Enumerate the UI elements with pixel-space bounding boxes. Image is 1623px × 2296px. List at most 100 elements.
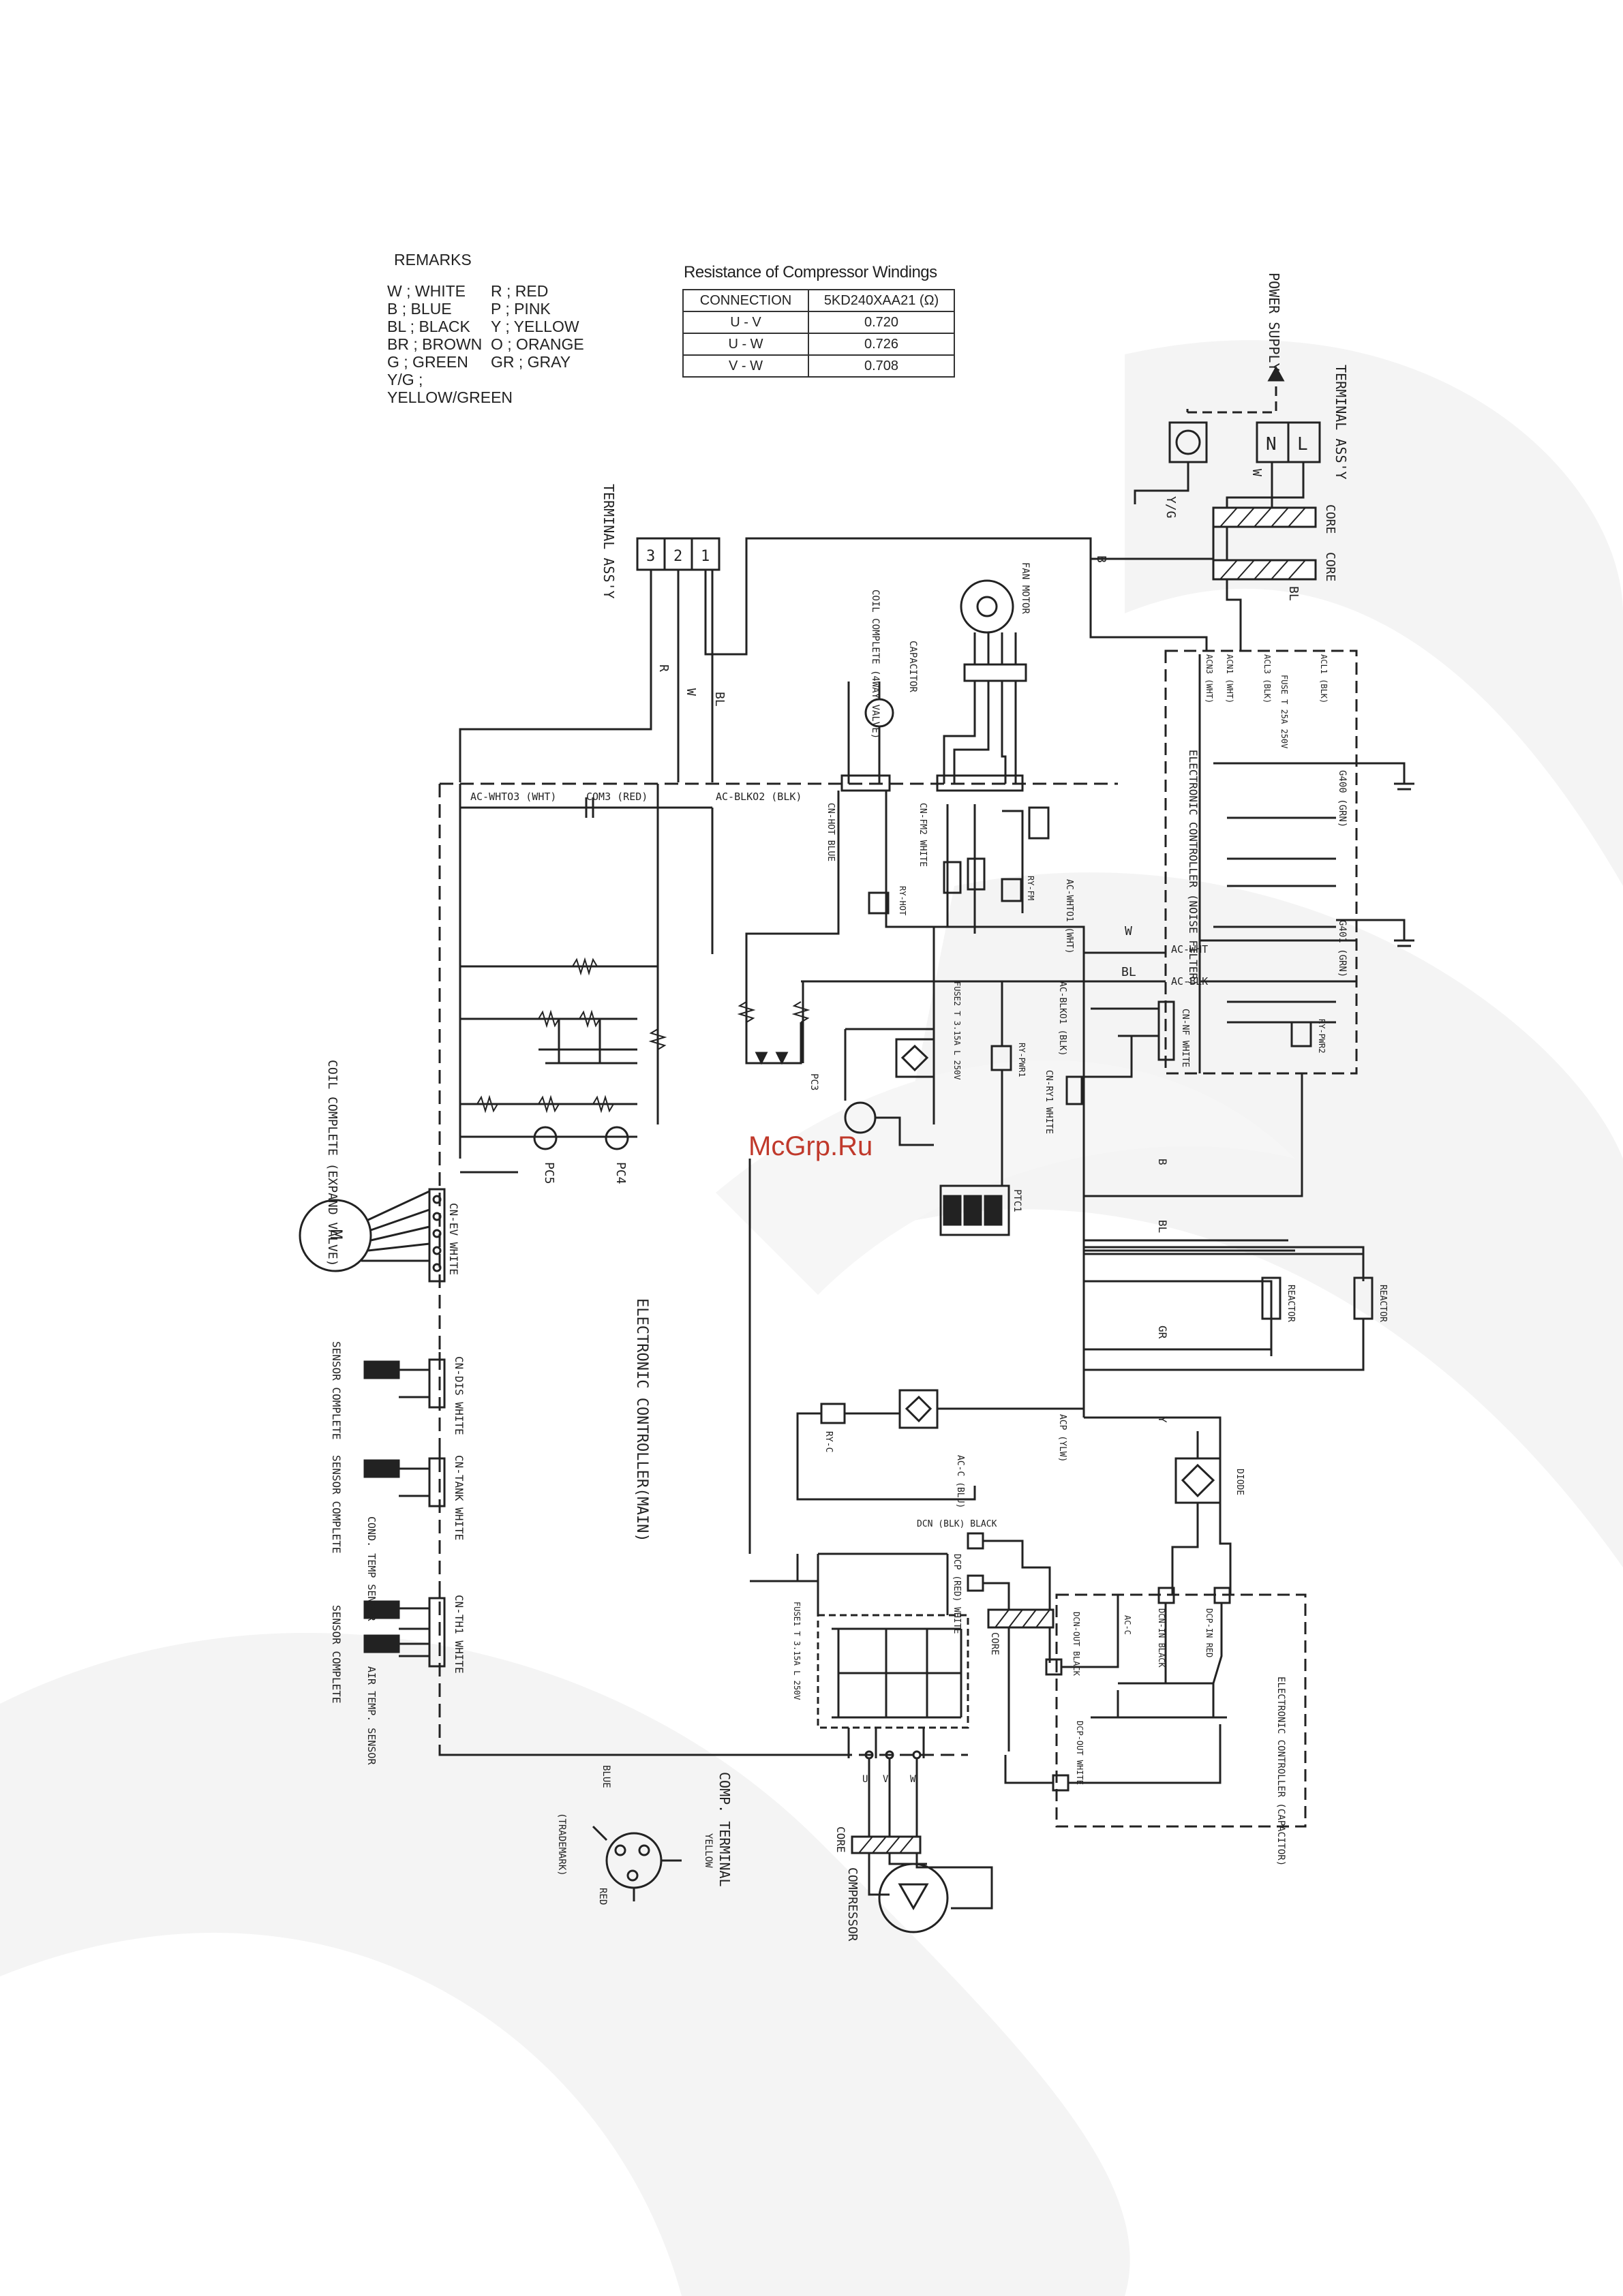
comp-terminal-label: COMP. TERMINAL: [716, 1772, 733, 1887]
legend-entry: GR ; GRAY: [491, 353, 571, 371]
pc5-optocoupler: [533, 1126, 558, 1150]
coil-4way-label: COIL COMPLETE (4WAY VALVE): [870, 590, 881, 739]
stepper-motor-icon: [299, 1199, 372, 1272]
wire-label-y: Y: [1156, 1416, 1169, 1423]
ac-blko1-label: AC-BLKO1 (BLK): [1057, 981, 1067, 1056]
ground-icon: [1175, 429, 1201, 455]
legend-row: Y/G ; YELLOW/GREEN: [387, 371, 584, 406]
core-label-b: CORE: [1323, 552, 1337, 581]
cn-fm2-connector: [936, 774, 1024, 792]
cond-temp-sensor-icon: [363, 1600, 400, 1619]
dcn-out-connector: [1045, 1658, 1063, 1676]
pc3-label: PC3: [808, 1073, 819, 1090]
acn3-label: ACN3 (WHT): [1204, 654, 1214, 703]
sensor-th-label: SENSOR COMPLETE: [330, 1605, 343, 1704]
acp-label: ACP (YLW): [1057, 1414, 1067, 1462]
resistance-table: CONNECTION 5KD240XAA21 (Ω) U - V 0.720 U…: [682, 289, 955, 378]
table-header: CONNECTION: [682, 289, 809, 312]
dcn-in-label: DCN-IN BLACK: [1157, 1608, 1166, 1668]
core-ferrite-a: [1212, 506, 1317, 528]
g400-label: G400 (GRN): [1337, 770, 1348, 827]
table-header-row: CONNECTION 5KD240XAA21 (Ω): [682, 289, 955, 312]
legend-entry: B ; BLUE: [387, 300, 452, 318]
wire-label-gr: GR: [1156, 1326, 1169, 1339]
wire-label-bl4: BL: [1156, 1220, 1169, 1233]
legend-entry: BR ; BROWN: [387, 335, 483, 353]
ac-blko2-label: AC-BLKO2 (BLK): [716, 791, 802, 803]
resistance-table-title: Resistance of Compressor Windings: [684, 263, 937, 281]
fan-motor-label: FAN MOTOR: [1020, 562, 1031, 614]
air-temp-sensor-icon: [363, 1634, 400, 1653]
ptc-label: PTC1: [1012, 1189, 1022, 1212]
ac-c-label: AC-C: [1123, 1615, 1132, 1635]
terminal-2-label: 2: [673, 548, 682, 565]
coil-expand-label: COIL COMPLETE (EXPAND VALVE): [325, 1060, 339, 1266]
table-header: 5KD240XAA21 (Ω): [808, 289, 955, 312]
sensor-tank-label: SENSOR COMPLETE: [330, 1455, 343, 1554]
sensor-dis-label: SENSOR COMPLETE: [330, 1341, 343, 1440]
igbt-module: [817, 1614, 969, 1729]
noise-filter-outline: [1164, 649, 1358, 1075]
table-cell: 0.726: [808, 333, 955, 356]
capacitor-label: CAPACITOR: [907, 641, 918, 692]
cn-nf-label: CN-NF WHITE: [1180, 1009, 1190, 1067]
reactor-a-label: REACTOR: [1286, 1285, 1296, 1322]
core-ferrite-comp: [851, 1835, 922, 1854]
power-supply-terminal: POWER SUPPLY TERMINAL ASS'Y N L CORE COR…: [1089, 273, 1349, 651]
diode-bridge-db2: [895, 1038, 935, 1078]
air-temp-label: AIR TEMP. SENSOR: [365, 1666, 378, 1765]
ry-hot-label: RY-HOT: [898, 886, 907, 915]
wire-label-r: R: [656, 664, 671, 672]
legend-row: W ; WHITE R ; RED: [387, 282, 584, 300]
dcn-connector: [967, 1532, 984, 1550]
core-mid-label: CORE: [989, 1632, 1000, 1655]
com3-label: COM3 (RED): [586, 791, 648, 803]
legend-entry: P ; PINK: [491, 300, 551, 318]
legend-entry: R ; RED: [491, 282, 549, 300]
red-label: RED: [597, 1888, 608, 1905]
cn-ev-label: CN-EV WHITE: [447, 1203, 460, 1275]
cn-nf-connector: [1157, 1000, 1175, 1061]
dcp-out-connector: [1052, 1774, 1070, 1792]
dcp-label: DCP (RED) WHITE: [952, 1554, 962, 1634]
relay-ry-hot: [868, 891, 890, 915]
ry-fm-label: RY-FM: [1026, 876, 1035, 900]
power-supply-label: POWER SUPPLY: [1266, 273, 1282, 371]
phase-u-label: U: [862, 1774, 868, 1785]
pc4-optocoupler: [605, 1126, 629, 1150]
cn-th1-label: CN-TH1 WHITE: [453, 1595, 466, 1674]
fuse-nf-label: FUSE T 25A 250V: [1279, 675, 1289, 748]
expand-valve-coil: M COIL COMPLETE (EXPAND VALVE) CN-EV WHI…: [299, 1060, 460, 1283]
reactor-b: [1353, 1276, 1374, 1320]
dcp-connector: [967, 1574, 984, 1592]
transistor-icon: [844, 1101, 877, 1134]
legend-entry: W ; WHITE: [387, 282, 466, 300]
legend-entry: Y ; YELLOW: [491, 318, 579, 335]
relay-ry-pwr2: [1290, 1021, 1312, 1047]
remarks-title: REMARKS: [394, 251, 472, 269]
wire-label-bl2: BL: [712, 692, 727, 707]
wire-label-b2: B: [1156, 1159, 1169, 1165]
wire-label-w: W: [1249, 469, 1264, 476]
ptc-block: [939, 1184, 1010, 1236]
cn-fm2-label: CN-FM2 WHITE: [917, 803, 928, 867]
table-cell: 0.708: [808, 354, 955, 378]
compressor-label: COMPRESSOR: [845, 1867, 860, 1942]
table-cell: V - W: [682, 354, 809, 378]
table-row: U - W 0.726: [682, 333, 955, 356]
ac-whto3-label: AC-WHTO3 (WHT): [470, 791, 556, 803]
compressor-icon: [878, 1863, 949, 1933]
g401-label: G401 (GRN): [1337, 920, 1348, 977]
terminal-3-label: 3: [646, 548, 655, 565]
ry-pwr1-label: RY-PWR1: [1017, 1043, 1027, 1077]
trademark-label: (TRADEMARK): [556, 1813, 567, 1876]
dcp-in-label: DCP-IN RED: [1204, 1608, 1214, 1657]
cr5-component: [1028, 806, 1050, 840]
ac-blk-label: AC-BLK: [1171, 975, 1208, 988]
dcn-out-label: DCN-OUT BLACK: [1072, 1612, 1081, 1677]
cn-hot-label: CN-HOT BLUE: [825, 803, 836, 861]
